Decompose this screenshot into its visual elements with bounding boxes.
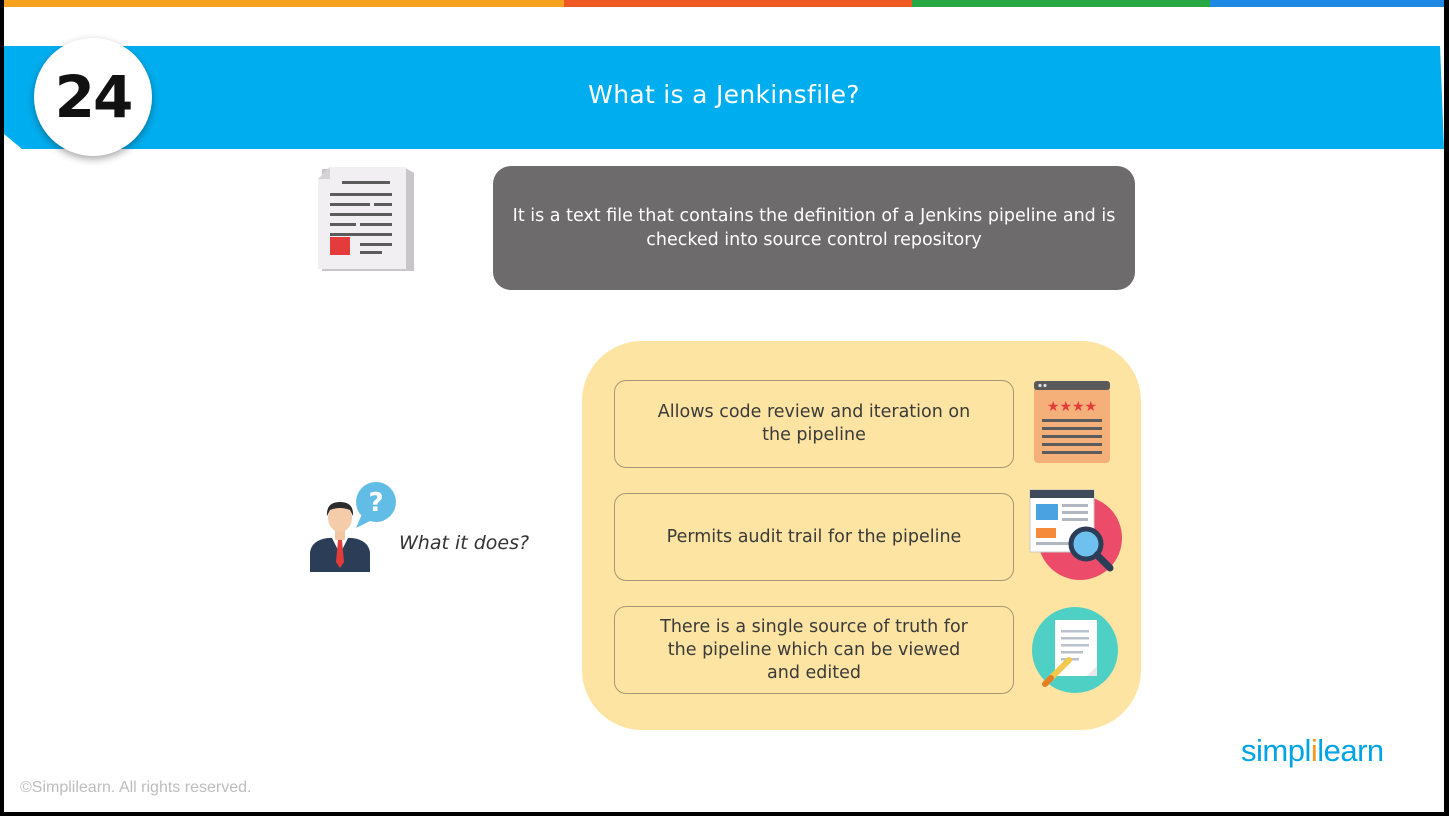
top-color-stripe — [4, 0, 1444, 7]
what-it-does-label: What it does? — [399, 532, 530, 554]
copyright-text: ©Simplilearn. All rights reserved. — [20, 779, 252, 796]
title-banner — [4, 46, 1444, 149]
edit-document-icon — [1032, 607, 1118, 693]
feature-box-audit-trail: Permits audit trail for the pipeline — [614, 493, 1014, 581]
document-icon — [318, 167, 414, 271]
definition-text: It is a text file that contains the defi… — [512, 206, 1116, 250]
svg-text:★★★★: ★★★★ — [1047, 399, 1097, 415]
slide: What is a Jenkinsfile? 24 It is a text f… — [4, 0, 1444, 812]
review-rating-icon: ★★★★ — [1034, 381, 1110, 463]
svg-text:?: ? — [368, 488, 383, 518]
slide-number-badge: 24 — [34, 38, 152, 156]
feature-text: Allows code review and iteration on the … — [657, 402, 971, 445]
feature-text: There is a single source of truth for th… — [660, 616, 968, 683]
slide-number: 24 — [54, 63, 134, 131]
feature-box-code-review: Allows code review and iteration on the … — [614, 380, 1014, 468]
slide-title: What is a Jenkinsfile? — [588, 80, 860, 109]
person-question-icon: ? — [310, 482, 396, 572]
audit-search-icon — [1029, 489, 1122, 580]
simplilearn-logo: simplilearn — [1241, 733, 1384, 768]
definition-box: It is a text file that contains the defi… — [493, 166, 1135, 290]
feature-box-single-source: There is a single source of truth for th… — [614, 606, 1014, 694]
feature-text: Permits audit trail for the pipeline — [666, 526, 962, 547]
